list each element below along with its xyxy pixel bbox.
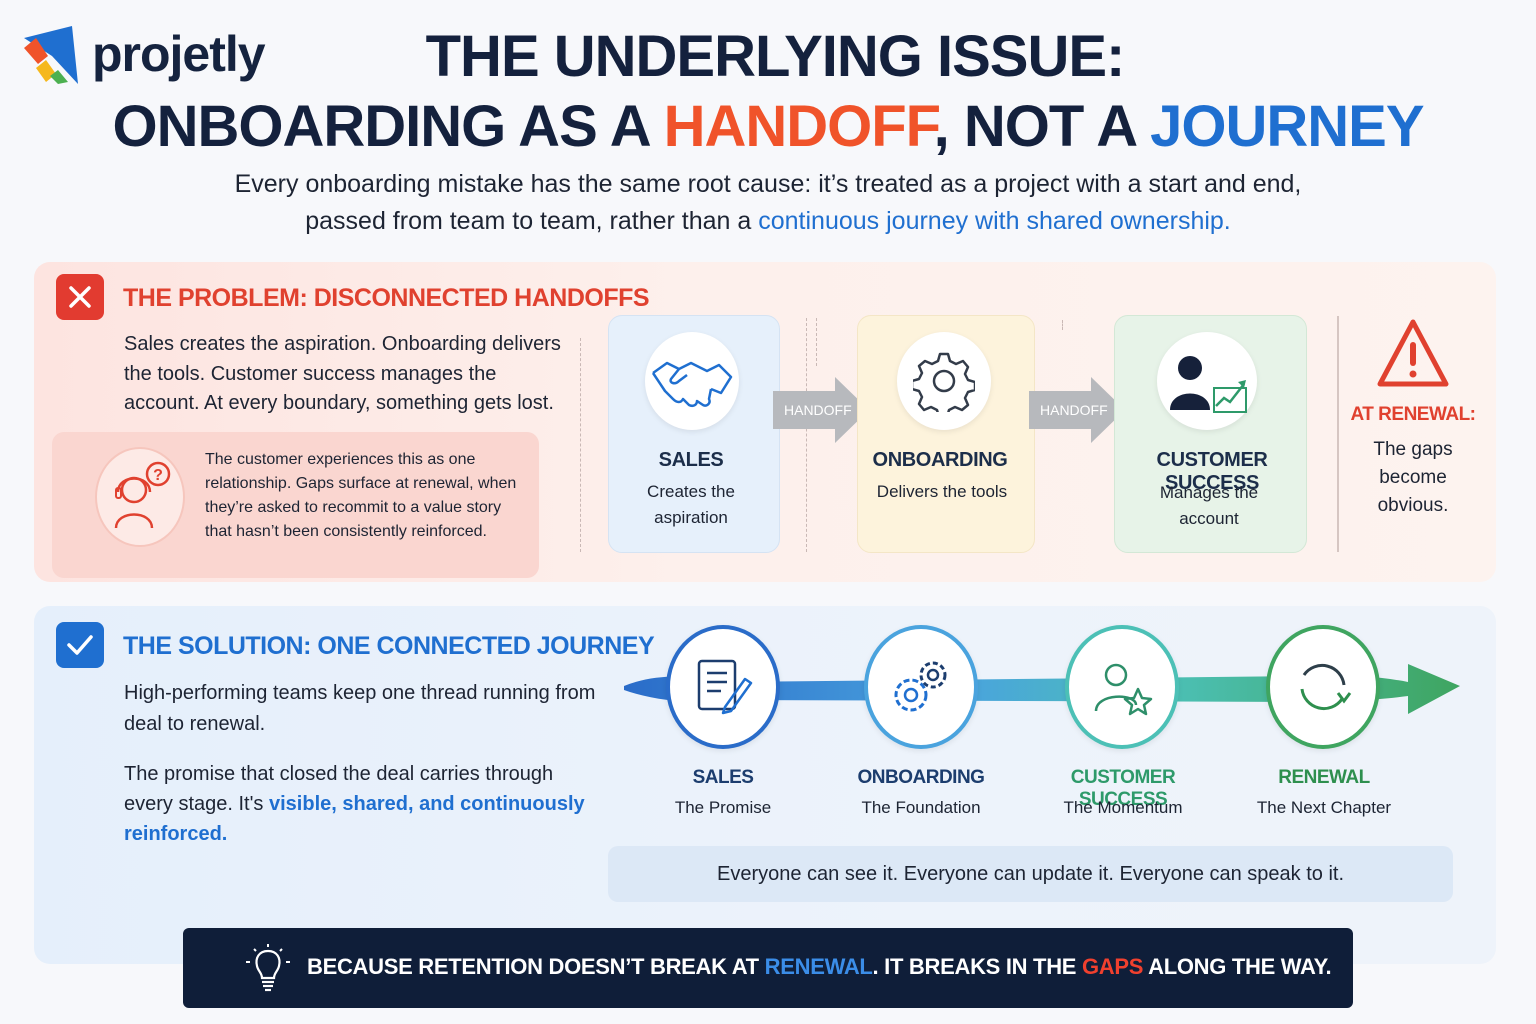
- subtitle-line1: Every onboarding mistake has the same ro…: [234, 170, 1302, 198]
- handoff-label: HANDOFF: [1040, 402, 1108, 418]
- title-line2: ONBOARDING AS A HANDOFF, NOT A JOURNEY: [0, 92, 1536, 162]
- journey-title: ONBOARDING: [857, 767, 985, 788]
- svg-text:?: ?: [153, 467, 163, 484]
- journey-ribbon: [624, 664, 1460, 714]
- footer-post: ALONG THE WAY.: [1143, 954, 1332, 979]
- problem-heading: THE PROBLEM: DISCONNECTED HANDOFFS: [123, 284, 650, 312]
- divider: [816, 318, 817, 366]
- divider: [1062, 320, 1063, 330]
- warning-desc: The gaps become obvious.: [1373, 439, 1453, 516]
- x-badge: [56, 274, 104, 320]
- title-highlight-handoff: HANDOFF: [663, 94, 935, 159]
- subtitle-highlight: continuous journey with shared ownership…: [758, 207, 1231, 235]
- footer-highlight-gaps: GAPS: [1081, 954, 1144, 979]
- journey-title: CUSTOMER SUCCESS: [1070, 767, 1176, 810]
- person-star-icon: [1094, 663, 1153, 716]
- footer-pre: BECAUSE RETENTION DOESN’T BREAK AT: [307, 954, 765, 979]
- handoff-label: HANDOFF: [784, 402, 852, 418]
- bottom-message: BECAUSE RETENTION DOESN’T BREAK AT RENEW…: [307, 954, 1332, 980]
- stage-icon-circle: [645, 332, 739, 430]
- subtitle: Every onboarding mistake has the same ro…: [0, 166, 1536, 240]
- handoff-arrow: [773, 377, 869, 443]
- stage-title: SALES: [658, 449, 724, 471]
- title-highlight-journey: JOURNEY: [1150, 94, 1424, 159]
- warning-title: AT RENEWAL:: [1350, 404, 1476, 425]
- divider: [806, 318, 807, 552]
- journey-sub: The Next Chapter: [1256, 798, 1392, 817]
- customer-icon-circle: ?: [95, 447, 185, 547]
- stage-icon-circle: [1157, 332, 1257, 430]
- stage-title: CUSTOMER SUCCESS: [1156, 449, 1268, 494]
- document-pen-icon: [697, 659, 753, 715]
- title-line2-mid: , NOT A: [933, 94, 1151, 159]
- page-title: THE UNDERLYING ISSUE: ONBOARDING AS A HA…: [0, 22, 1536, 162]
- projetly-logo-icon: [24, 26, 78, 84]
- stage-desc: Creates the aspiration: [647, 482, 735, 527]
- check-badge: [56, 622, 104, 668]
- customer-text: The customer experiences this as one rel…: [205, 451, 517, 540]
- gears-icon: [894, 661, 947, 712]
- solution-text2: The promise that closed the deal carries…: [124, 759, 594, 849]
- handoff-arrow: [1029, 377, 1125, 443]
- brand-logo: projetly: [22, 24, 266, 84]
- bottom-bar: [183, 928, 1353, 1008]
- subtitle-line2-pre: passed from team to team, rather than a: [305, 207, 759, 235]
- everyone-bar: Everyone can see it. Everyone can update…: [608, 846, 1453, 902]
- journey-circle-onboarding: [864, 625, 978, 749]
- stage-desc: Delivers the tools: [876, 482, 1008, 501]
- journey-sub: The Momentum: [1063, 798, 1183, 817]
- solution-heading: THE SOLUTION: ONE CONNECTED JOURNEY: [123, 632, 655, 660]
- journey-title: SALES: [692, 767, 754, 788]
- divider: [1337, 316, 1339, 552]
- subtitle-line2: passed from team to team, rather than a …: [0, 203, 1536, 240]
- journey-title: RENEWAL: [1278, 767, 1370, 788]
- stage-title: ONBOARDING: [872, 449, 1008, 471]
- journey-circle-sales: [666, 625, 780, 749]
- renewal-cycle-icon: [1300, 664, 1352, 710]
- problem-text: Sales creates the aspiration. Onboarding…: [124, 333, 561, 414]
- footer-mid: . IT BREAKS IN THE: [872, 954, 1082, 979]
- journey-circle-customer-success: [1065, 625, 1179, 749]
- journey-sub: The Promise: [674, 798, 772, 817]
- customer-success-icon: [1170, 356, 1247, 413]
- stage-icon-circle: [897, 332, 991, 430]
- close-icon: [69, 286, 91, 308]
- title-line2-pre: ONBOARDING AS A: [112, 94, 664, 159]
- brand-name: projetly: [92, 26, 266, 82]
- confused-customer-icon: ?: [114, 461, 171, 529]
- footer-highlight-renewal: RENEWAL: [764, 954, 873, 979]
- solution-text2-highlight: visible, shared, and continuously reinfo…: [124, 793, 585, 845]
- divider: [580, 338, 581, 552]
- solution-text2-pre: The promise that closed the deal carries…: [124, 763, 554, 815]
- check-icon: [67, 635, 93, 655]
- journey-circle-renewal: [1266, 625, 1380, 749]
- handshake-icon: [651, 361, 733, 408]
- journey-sub: The Foundation: [861, 798, 981, 817]
- stage-desc: Manages the account: [1159, 483, 1259, 528]
- gear-icon: [913, 352, 975, 412]
- lightbulb-icon: [246, 944, 290, 992]
- warning-icon: [1377, 319, 1449, 387]
- title-line1: THE UNDERLYING ISSUE:: [425, 24, 1126, 89]
- solution-text1: High-performing teams keep one thread ru…: [124, 682, 596, 735]
